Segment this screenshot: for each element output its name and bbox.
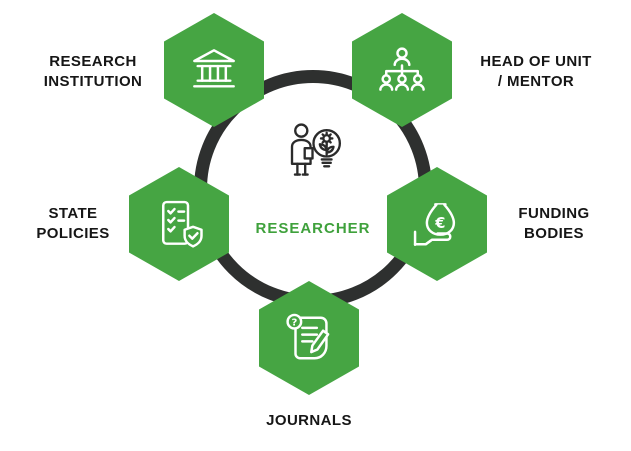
label-research-institution: RESEARCH INSTITUTION	[43, 53, 143, 90]
euro-symbol: €	[434, 215, 445, 232]
journal-scroll-icon: ?	[282, 311, 336, 365]
researcher-idea-icon	[272, 116, 354, 203]
label-head-of-unit: HEAD OF UNIT / MENTOR	[480, 53, 592, 90]
label-state-policies: STATE POLICIES	[36, 205, 110, 242]
policies-checklist-icon	[152, 197, 206, 251]
org-chart-icon	[375, 43, 429, 97]
label-funding-bodies: FUNDING BODIES	[518, 205, 590, 242]
money-bag-hand-icon: €	[410, 197, 464, 251]
institution-icon	[187, 43, 241, 97]
question-mark: ?	[291, 318, 297, 329]
hexagon-research-institution	[164, 13, 264, 127]
researcher-label: RESEARCHER	[255, 220, 371, 237]
label-journals: JOURNALS	[266, 412, 352, 429]
hexagon-state-policies	[129, 167, 229, 281]
